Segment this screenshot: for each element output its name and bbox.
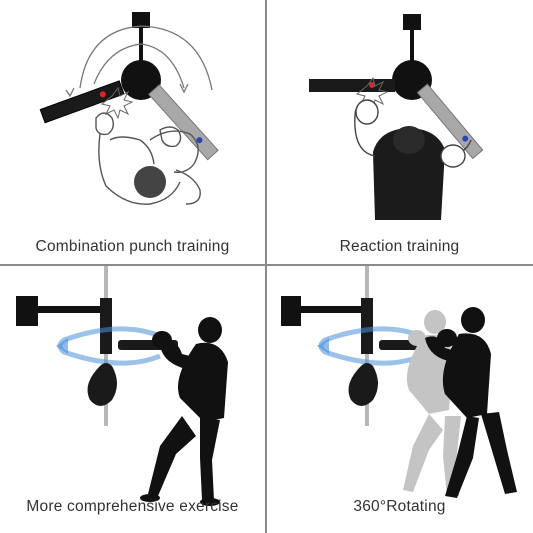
rotation-arc-inner <box>93 43 185 89</box>
boxer-silhouette <box>425 307 517 498</box>
rotating-illustration <box>281 266 517 498</box>
reaction-training-illustration <box>309 14 484 220</box>
wall-bracket <box>16 296 38 326</box>
boxer-ghost-silhouette <box>403 310 461 496</box>
blue-target-dot <box>196 137 203 144</box>
wall-mount-plate <box>132 12 150 28</box>
speed-bag <box>87 363 117 406</box>
panel-combination-punch: Combination punch training <box>0 0 265 264</box>
rotating-hub <box>121 60 161 100</box>
panel-caption: More comprehensive exercise <box>26 498 239 515</box>
red-target-dot <box>369 82 375 88</box>
panel-360-rotating: 360°Rotating <box>267 266 532 533</box>
red-target-dot <box>99 91 106 98</box>
mount-rod <box>410 30 414 62</box>
rotation-arc-outer <box>79 25 213 91</box>
divider-horizontal <box>0 264 533 266</box>
wall-bracket <box>281 296 301 326</box>
pole-clamp <box>361 298 373 354</box>
boxer-silhouette <box>140 317 228 506</box>
horizontal-arm <box>36 306 106 313</box>
panel-reaction-training: Reaction training <box>267 0 532 264</box>
pole-clamp <box>100 298 112 354</box>
horizontal-arm <box>299 306 367 313</box>
striking-arm-black <box>309 79 395 92</box>
panel-caption: Combination punch training <box>35 238 230 255</box>
divider-vertical <box>265 0 267 533</box>
wall-mount-plate <box>403 14 421 30</box>
panel-caption: 360°Rotating <box>353 498 446 515</box>
panel-caption: Reaction training <box>339 238 460 255</box>
boxing-glove-left <box>355 99 379 125</box>
combination-punch-illustration <box>39 12 219 205</box>
panel-comprehensive-exercise: More comprehensive exercise <box>0 266 265 533</box>
striking-arm-black <box>39 80 125 124</box>
boxer-topview-outline <box>95 112 201 205</box>
speed-bag <box>348 363 378 406</box>
striking-arm-grey <box>416 83 484 160</box>
striking-arm-grey <box>148 84 219 161</box>
impact-burst <box>355 76 389 110</box>
boxer-backview <box>354 99 472 220</box>
mount-rod <box>139 28 143 62</box>
boxing-glove-right <box>440 144 466 168</box>
blue-target-dot <box>462 135 469 142</box>
impact-burst <box>100 86 134 120</box>
comprehensive-exercise-illustration <box>16 266 228 506</box>
boxer-head <box>134 166 166 198</box>
